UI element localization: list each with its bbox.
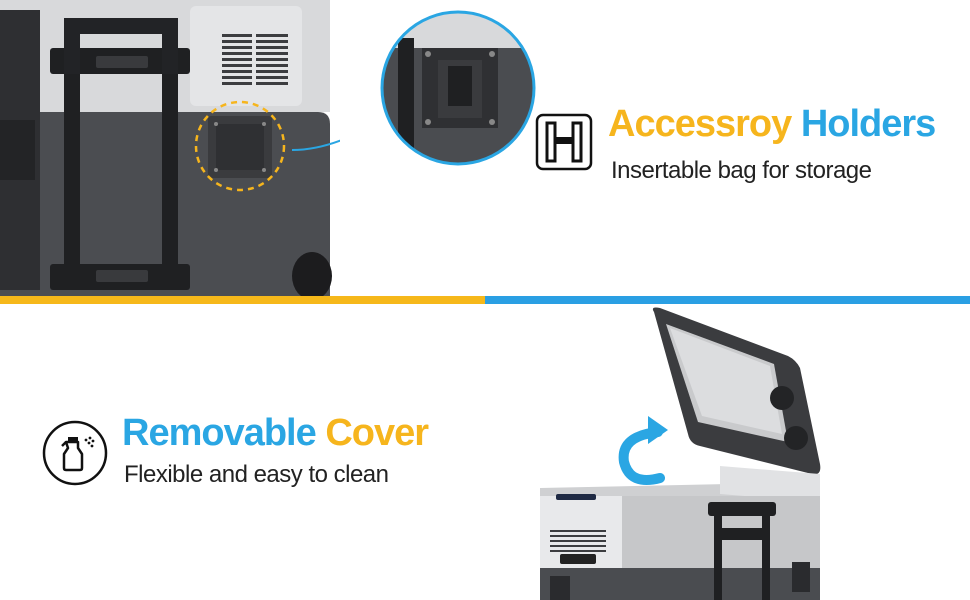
cover-title-word1: Removable [122, 412, 317, 454]
cooler-side-photo [0, 0, 340, 298]
holders-subtitle: Insertable bag for storage [611, 157, 872, 184]
section-divider [0, 296, 970, 304]
cover-subtitle: Flexible and easy to clean [124, 461, 389, 488]
spray-bottle-icon [42, 420, 108, 486]
holder-icon [535, 113, 593, 171]
zoom-callout [380, 10, 536, 166]
holders-title: Accessroy Holders [608, 103, 936, 145]
holders-title-word1: Accessroy [608, 103, 792, 145]
divider-yellow-segment [0, 296, 485, 304]
cooler-with-removed-cover-photo [540, 307, 821, 600]
cover-title-word2: Cover [325, 412, 429, 454]
cover-title: Removable Cover [122, 412, 429, 454]
divider-blue-segment [485, 296, 970, 304]
holders-title-word2: Holders [800, 103, 936, 145]
